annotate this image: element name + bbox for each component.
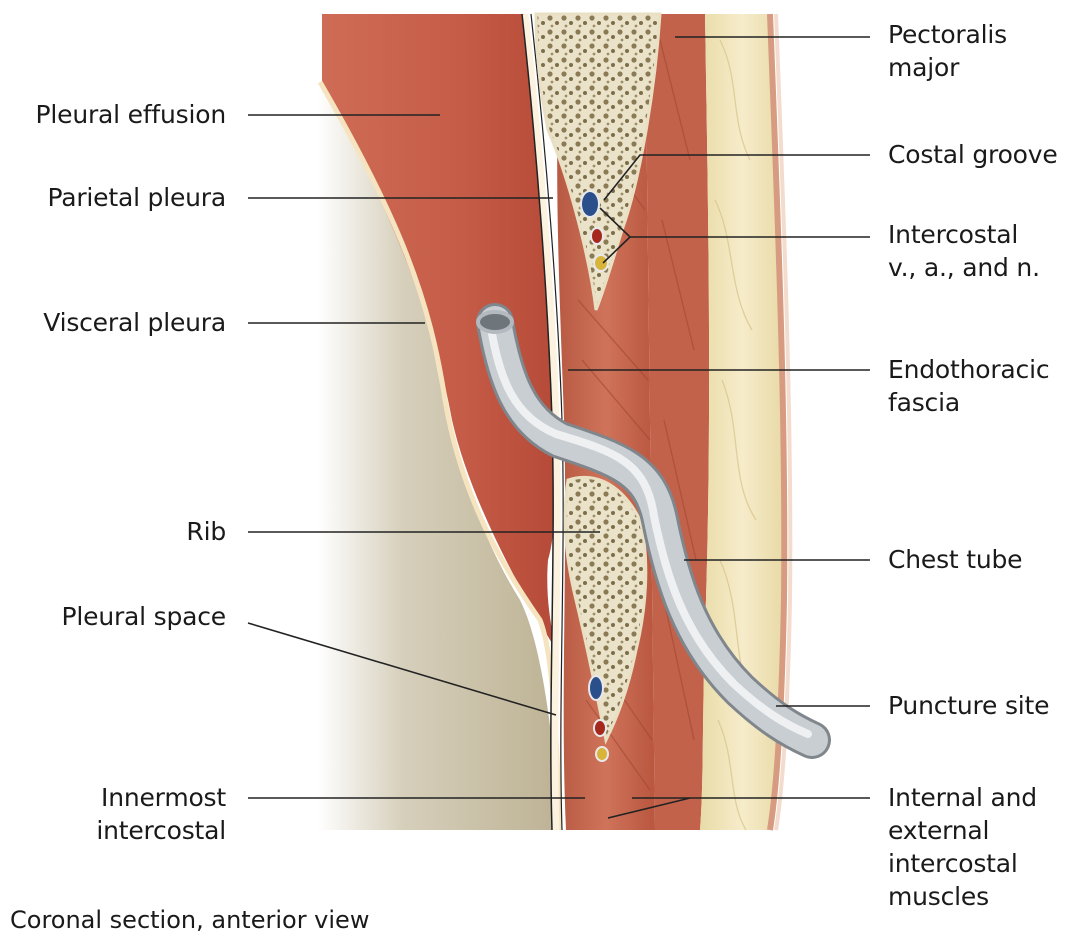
label-pleural-effusion: Pleural effusion [36, 98, 226, 131]
label-pectoralis-major: Pectoralismajor [888, 18, 1007, 84]
label-rib: Rib [186, 515, 226, 548]
label-internal-external-intercostal: Internal andexternalintercostalmuscles [888, 781, 1037, 913]
label-intercostal-van: Intercostalv., a., and n. [888, 218, 1040, 284]
label-innermost-intercostal: Innermostintercostal [96, 781, 226, 847]
label-visceral-pleura: Visceral pleura [43, 306, 226, 339]
label-parietal-pleura: Parietal pleura [47, 181, 226, 214]
label-pleural-space: Pleural space [62, 600, 226, 633]
label-costal-groove: Costal groove [888, 138, 1058, 171]
label-puncture-site: Puncture site [888, 689, 1049, 722]
label-endothoracic-fascia: Endothoracicfascia [888, 353, 1049, 419]
label-chest-tube: Chest tube [888, 543, 1022, 576]
figure-caption: Coronal section, anterior view [10, 905, 369, 935]
